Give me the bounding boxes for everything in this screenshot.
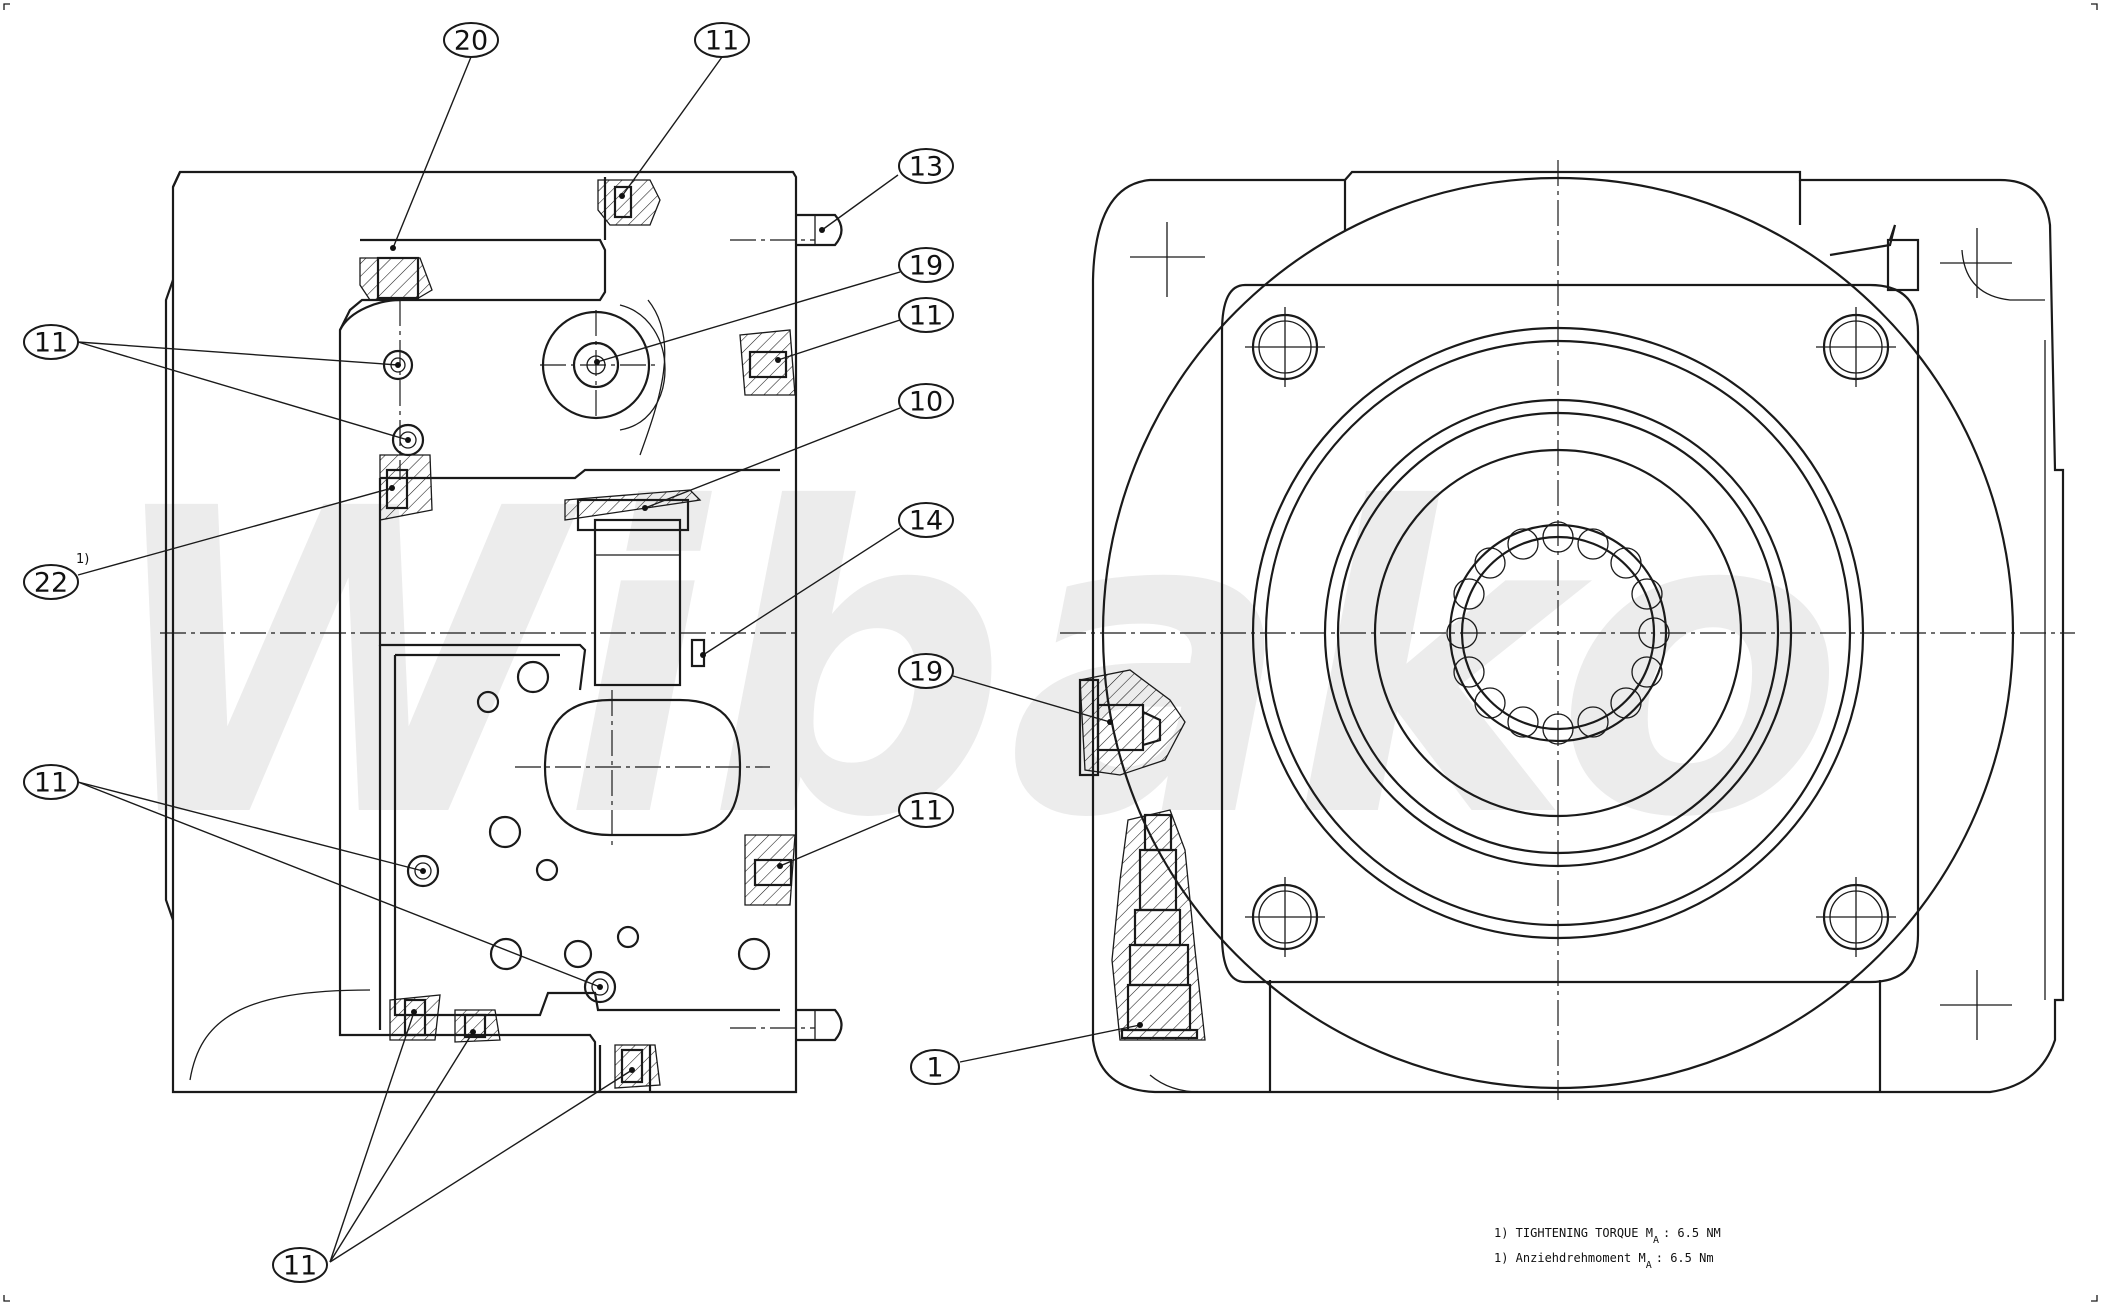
- svg-text:10: 10: [909, 387, 943, 418]
- svg-text:20: 20: [454, 26, 488, 57]
- svg-text:19: 19: [909, 657, 943, 688]
- svg-text:1: 1: [926, 1053, 943, 1084]
- balloon-22: [23, 564, 79, 600]
- balloon-19-left: [898, 247, 954, 283]
- balloon-19-right-view: [898, 653, 954, 689]
- balloon-13: [898, 148, 954, 184]
- balloon-11-top: [694, 22, 750, 58]
- balloon-10: [898, 383, 954, 419]
- balloon-11-right-lower: [898, 792, 954, 828]
- balloon-11-left-lower: [23, 764, 79, 800]
- svg-text:11: 11: [909, 301, 943, 332]
- svg-text:11: 11: [34, 768, 68, 799]
- watermark: Wibako: [100, 421, 1844, 910]
- note-line-en: 1) TIGHTENING TORQUE MA: 6.5 NM: [1494, 1226, 1721, 1246]
- svg-text:14: 14: [909, 506, 943, 537]
- svg-text:11: 11: [283, 1251, 317, 1282]
- balloon-11-right-upper: [898, 297, 954, 333]
- callout-balloons: 20 11 13 19 11 10 11 2: [23, 22, 1143, 1283]
- svg-text:13: 13: [909, 152, 943, 183]
- svg-text:19: 19: [909, 251, 943, 282]
- note-line-de: 1) Anziehdrehmoment MA: 6.5 Nm: [1494, 1251, 1714, 1271]
- sheet-corner-marks: [3, 3, 2098, 1302]
- balloon-11-left-upper: [23, 324, 79, 360]
- svg-text:11: 11: [909, 796, 943, 827]
- balloon-11-bottom: [272, 1247, 328, 1283]
- balloon-22-footnote-mark: 1): [76, 552, 89, 567]
- svg-text:22: 22: [34, 568, 68, 599]
- svg-text:11: 11: [705, 26, 739, 57]
- torque-notes: 1) TIGHTENING TORQUE MA: 6.5 NM 1) Anzie…: [1494, 1226, 1721, 1271]
- left-view-housing: [160, 170, 843, 1094]
- right-view-housing: [1060, 160, 2075, 1100]
- balloon-1: [910, 1049, 960, 1085]
- balloon-20: [443, 22, 499, 58]
- balloon-14: [898, 502, 954, 538]
- svg-text:11: 11: [34, 328, 68, 359]
